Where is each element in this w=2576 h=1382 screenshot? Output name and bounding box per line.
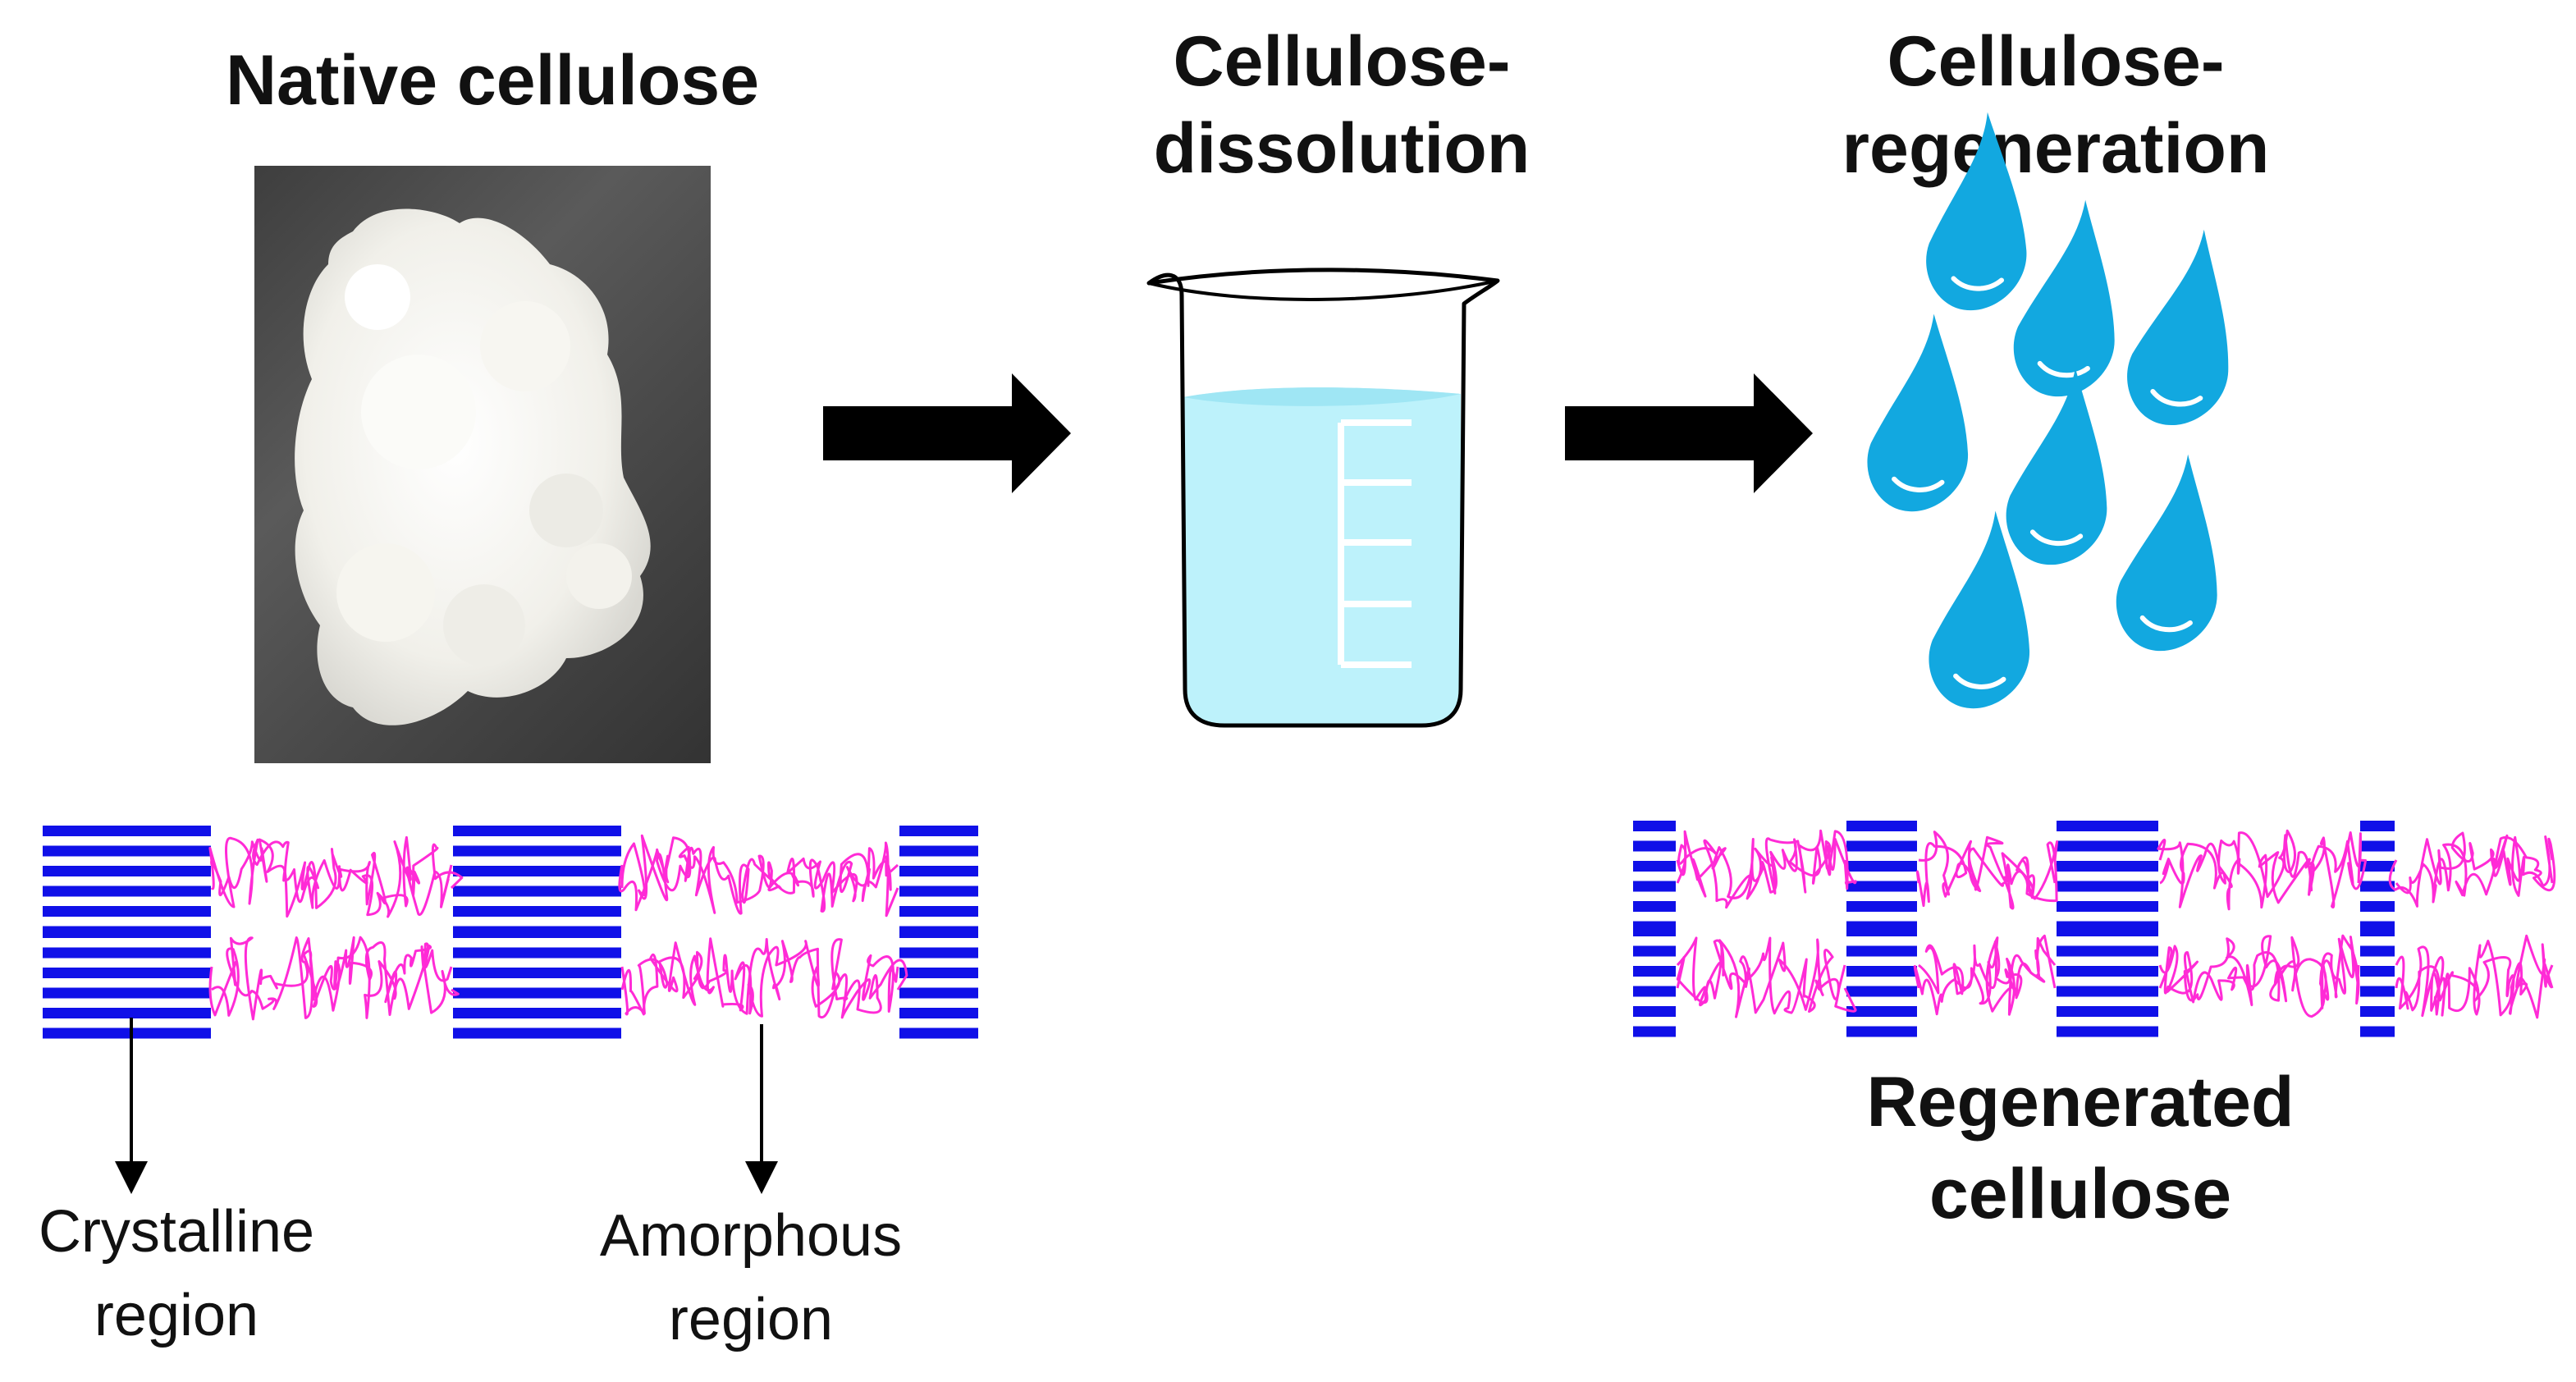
droplet-icon (1929, 510, 2030, 709)
crystalline-pointer (115, 1018, 148, 1194)
amorphous-chain (2158, 934, 2360, 1018)
right-arrow-icon (823, 373, 1071, 493)
regeneration-title-line2: regeneration (1842, 109, 2270, 188)
crystalline-block (1633, 821, 1676, 932)
droplet-icon (1867, 313, 1969, 512)
amorphous-chain (2395, 934, 2554, 1019)
crystalline-block (899, 927, 978, 1039)
droplet-icon (2006, 368, 2107, 565)
crystalline-block (1846, 821, 1917, 932)
cellulose-photo (254, 166, 711, 763)
droplet-icon (2116, 454, 2217, 652)
amorphous-chain (208, 936, 460, 1021)
amorphous-chain (2388, 831, 2556, 908)
crystalline-block (1846, 926, 1917, 1037)
amorphous-pointer (745, 1024, 778, 1194)
amorphous-chain (620, 937, 908, 1019)
droplet-icon (1926, 112, 2027, 311)
amorphous-chain (618, 834, 899, 918)
regenerated-title-line1: Regenerated (1866, 1063, 2295, 1142)
native-cellulose-title: Native cellulose (225, 41, 760, 120)
crystalline-block (453, 927, 621, 1039)
droplet-icon (2127, 229, 2229, 425)
amorphous-label-line2: region (668, 1287, 834, 1352)
amorphous-label-line1: Amorphous (599, 1203, 903, 1269)
crystalline-block (453, 826, 621, 937)
amorphous-chain (1913, 934, 2057, 1016)
crystalline-label-line1: Crystalline (38, 1199, 315, 1265)
regenerated-title-line2: cellulose (1929, 1155, 2232, 1233)
crystalline-block (899, 826, 978, 937)
dissolution-title-line1: Cellulose- (1173, 22, 1511, 101)
crystalline-block (2360, 926, 2395, 1037)
amorphous-chain (1915, 831, 2059, 910)
crystalline-block (43, 826, 211, 937)
amorphous-chain (1676, 829, 1857, 909)
crystalline-block (2057, 926, 2158, 1037)
amorphous-chain (1676, 936, 1857, 1018)
regeneration-title-line1: Cellulose- (1887, 22, 2225, 101)
droplet-icon (2013, 199, 2115, 397)
crystalline-block (43, 927, 211, 1039)
amorphous-chain (2157, 829, 2368, 911)
crystalline-label-line2: region (94, 1283, 259, 1348)
dissolution-title-line2: dissolution (1153, 109, 1531, 188)
amorphous-chain (208, 835, 464, 918)
crystalline-block (1633, 926, 1676, 1037)
crystalline-block (2057, 821, 2158, 932)
beaker-icon (1146, 268, 1500, 728)
right-arrow-icon (1565, 373, 1813, 493)
